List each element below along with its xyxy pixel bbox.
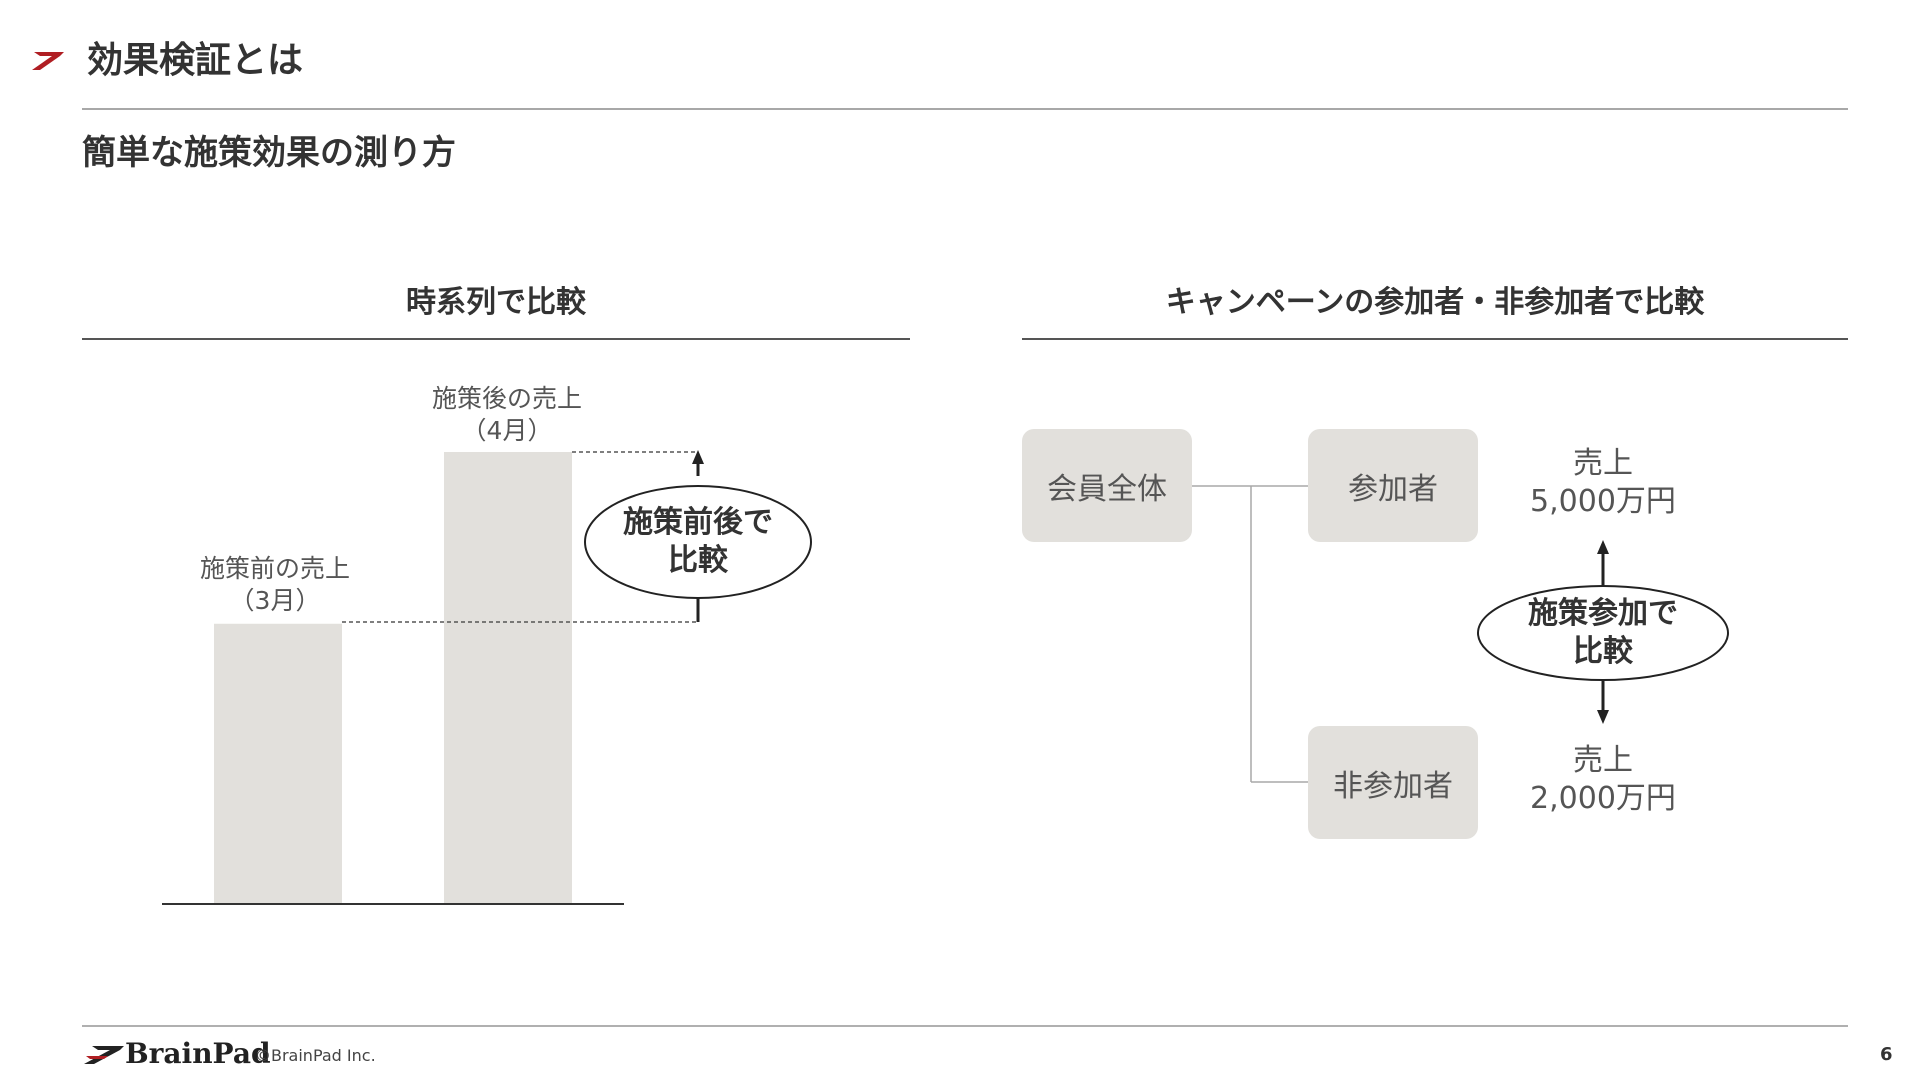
compare-label-left: 施策前後で 比較 bbox=[623, 505, 773, 578]
all-members-box: 会員全体 bbox=[1022, 429, 1192, 542]
right-section-divider bbox=[1022, 338, 1848, 340]
compare-ellipse-right bbox=[1477, 585, 1729, 681]
brainpad-slash-logo-icon bbox=[32, 52, 64, 70]
non-participants-sales-label: 売上 2,000万円 bbox=[1530, 743, 1676, 816]
page-subtitle: 簡単な施策効果の測り方 bbox=[82, 133, 456, 173]
page-title: 効果検証とは bbox=[87, 40, 304, 81]
bar-before bbox=[214, 623, 342, 904]
bar-after bbox=[444, 452, 572, 904]
participants-sales-label: 売上 5,000万円 bbox=[1530, 446, 1676, 519]
page-number: 6 bbox=[1880, 1044, 1893, 1065]
right-section-title: キャンペーンの参加者・非参加者で比較 bbox=[1165, 285, 1705, 320]
arrow-up-icon bbox=[692, 450, 704, 464]
left-section-divider bbox=[82, 338, 910, 340]
after-sales-label: 施策後の売上 （4月） bbox=[431, 384, 582, 445]
compare-ellipse-left bbox=[584, 485, 812, 599]
footer-logo-text: BrainPad bbox=[125, 1037, 271, 1070]
non-participants-box: 非参加者 bbox=[1308, 726, 1478, 839]
compare-label-right: 施策参加で 比較 bbox=[1528, 596, 1678, 669]
arrow-up-right-icon bbox=[1597, 540, 1609, 554]
footer-divider bbox=[82, 1025, 1848, 1027]
before-sales-label: 施策前の売上 （3月） bbox=[199, 554, 350, 615]
header-divider bbox=[82, 108, 1848, 110]
arrow-down-right-icon bbox=[1597, 710, 1609, 724]
left-section-title: 時系列で比較 bbox=[406, 285, 586, 320]
bars-layer bbox=[214, 452, 572, 904]
brainpad-logo-icon bbox=[84, 1046, 124, 1064]
participants-box: 参加者 bbox=[1308, 429, 1478, 542]
footer-copyright: ©BrainPad Inc. bbox=[255, 1046, 376, 1065]
